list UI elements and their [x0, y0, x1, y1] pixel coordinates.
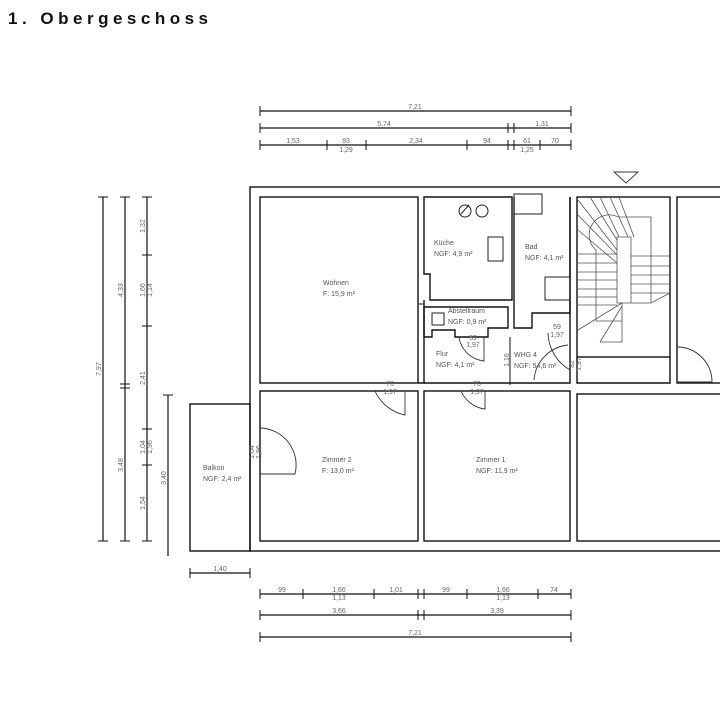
label: 1,13: [496, 595, 510, 602]
entrance-marker-icon: [612, 171, 640, 184]
stove-icon: [458, 204, 472, 218]
label: 82: [569, 360, 576, 368]
room-zimmer2: Zimmer 2: [322, 457, 352, 464]
label: NGF: 0,9 m²: [448, 319, 487, 326]
label: 1,97: [576, 357, 583, 371]
page-title: 1. Obergeschoss: [8, 9, 213, 28]
label: 1,16: [504, 353, 511, 367]
label: 1,53: [286, 138, 300, 145]
label: 1,97: [470, 389, 484, 396]
label: 1,40: [213, 566, 227, 573]
label: 99: [442, 587, 450, 594]
label: 70: [473, 381, 481, 388]
label: 3,66: [332, 608, 346, 615]
label: 1,31: [535, 121, 549, 128]
label: 1,66: [140, 283, 147, 297]
label: 1,01: [389, 587, 403, 594]
label: 1,97: [550, 332, 564, 339]
label: 3,40: [161, 471, 168, 485]
label: 1,25: [520, 147, 534, 154]
room-kueche: Küche: [434, 240, 454, 247]
label: 99: [278, 587, 286, 594]
label: 2,34: [409, 138, 423, 145]
label: NGF: 4,9 m²: [434, 251, 473, 258]
label: 1,96: [147, 440, 154, 454]
label: 7,97: [96, 362, 103, 376]
label: 1,97: [466, 342, 480, 349]
staircase: [577, 171, 671, 343]
label: 1,54: [140, 496, 147, 510]
label: NGF: 11,9 m²: [476, 468, 519, 475]
room-abstellraum: Abstellraum: [448, 308, 485, 315]
label: F: 13,0 m²: [322, 468, 355, 475]
room-zimmer1: Zimmer 1: [476, 457, 506, 464]
room-bad: Bad: [525, 244, 538, 251]
label: 1,97: [383, 389, 397, 396]
walls: [189, 186, 720, 552]
label: F: 15,9 m²: [323, 291, 356, 298]
label: NGF: 4,1 m²: [436, 362, 475, 369]
dimensions-top: 7,21 5,74 1,31 1,53 93 1,29 2,34 94 61 1…: [259, 104, 572, 154]
label: 70: [386, 381, 394, 388]
label: 1,66: [496, 587, 510, 594]
label: 94: [483, 138, 491, 145]
label: 1,66: [332, 587, 346, 594]
room-whg: WHG 4: [514, 352, 537, 359]
label: 1,29: [339, 147, 353, 154]
label: 93: [342, 138, 350, 145]
label: 1,04: [249, 445, 256, 459]
room-flur: Flur: [436, 351, 449, 358]
room-labels: Wohnen F: 15,9 m² Küche NGF: 4,9 m² Bad …: [203, 240, 564, 483]
label: 5,74: [377, 121, 391, 128]
label: 1,13: [332, 595, 346, 602]
label: 59: [553, 324, 561, 331]
room-balkon: Balkon: [203, 465, 225, 472]
dimensions-left: 7,97 4,33 3,48 1,32 1,66 1,14 2,41 1,04 …: [96, 196, 173, 556]
label: 3,48: [118, 458, 125, 472]
room-wohnen: Wohnen: [323, 280, 349, 287]
label: NGF: 54,6 m²: [514, 363, 557, 370]
label: 1,14: [147, 283, 154, 297]
label: 1,96: [256, 445, 263, 459]
label: 59: [469, 335, 477, 342]
label: 3,39: [490, 608, 504, 615]
doors: 59 1,97 59 1,97 70 1,97 70 1,97 1,04 1,9…: [249, 324, 713, 475]
label: 7,21: [408, 104, 422, 111]
label: 61: [523, 138, 531, 145]
dimensions-bottom: 1,40 99 1,66 1,13 1,01 99 1,66 1,13 74 3…: [189, 566, 572, 642]
label: 7,21: [408, 630, 422, 637]
label: 1,32: [140, 219, 147, 233]
label: 4,33: [118, 283, 125, 297]
label: NGF: 4,1 m²: [525, 255, 564, 262]
label: NGF: 2,4 m²: [203, 476, 242, 483]
label: 2,41: [140, 371, 147, 385]
label: 74: [550, 587, 558, 594]
label: 1,04: [140, 440, 147, 454]
label: 70: [551, 138, 559, 145]
